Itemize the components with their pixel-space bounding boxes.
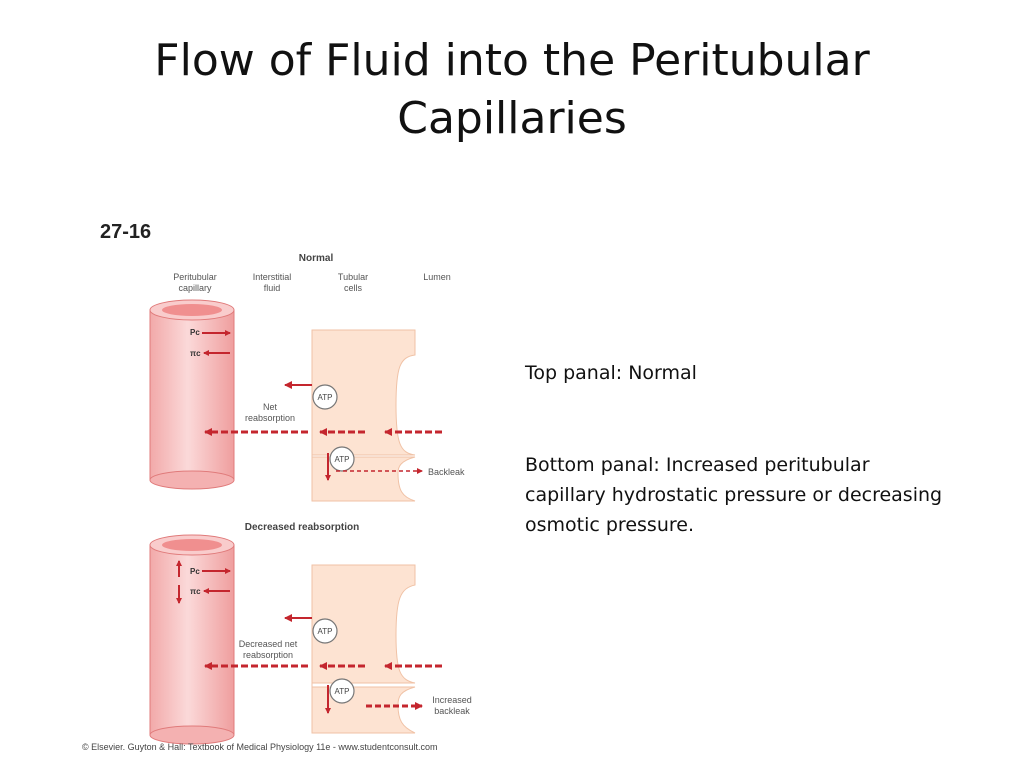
top-net-label-1: Net xyxy=(263,402,278,412)
bottom-backleak-label-1: Increased xyxy=(432,695,472,705)
bottom-atp-2-icon xyxy=(329,678,355,704)
bottom-atp-1-label: ATP xyxy=(318,627,333,636)
col-label-capillary-1: Peritubular xyxy=(173,272,217,282)
top-backleak-label: Backleak xyxy=(428,467,465,477)
bottom-pi-label: πc xyxy=(190,587,201,596)
top-tubular-cells xyxy=(311,329,416,502)
top-atp-1-label: ATP xyxy=(318,393,333,402)
slide-title-line-1: Flow of Fluid into the Peritubular xyxy=(154,35,870,86)
top-atp-2-label: ATP xyxy=(335,455,350,464)
bottom-backleak-label-2: backleak xyxy=(434,706,470,716)
bottom-capillary xyxy=(149,534,235,745)
top-atp-2-icon xyxy=(329,446,355,472)
bottom-net-label-1: Decreased net xyxy=(239,639,298,649)
top-panel-title: Normal xyxy=(299,253,334,264)
top-atp-1-icon xyxy=(312,384,338,410)
col-label-interstitial-1: Interstitial xyxy=(253,272,292,282)
col-label-lumen: Lumen xyxy=(423,272,451,282)
bottom-panel-title: Decreased reabsorption xyxy=(245,522,360,533)
col-label-tubular-2: cells xyxy=(344,283,363,293)
bottom-panel-note: Bottom panal: Increased peritubular capi… xyxy=(525,454,943,536)
top-panel-note: Top panal: Normal xyxy=(525,362,697,384)
top-net-label-2: reabsorption xyxy=(245,413,295,423)
diagram-figure: 27-16 Normal Peritubular capillary Inter… xyxy=(80,205,550,765)
diagram-svg: 27-16 Normal Peritubular capillary Inter… xyxy=(82,221,472,752)
top-capillary xyxy=(149,299,235,490)
bottom-atp-2-label: ATP xyxy=(335,687,350,696)
figure-number: 27-16 xyxy=(100,221,151,243)
bottom-net-label-2: reabsorption xyxy=(243,650,293,660)
bottom-pc-label: Pc xyxy=(190,567,200,576)
col-label-tubular-1: Tubular xyxy=(338,272,368,282)
figure-credit: © Elsevier. Guyton & Hall: Textbook of M… xyxy=(82,742,437,752)
top-pi-label: πc xyxy=(190,349,201,358)
bottom-atp-1-icon xyxy=(312,618,338,644)
slide-title: Flow of Fluid into the Peritubular Capil… xyxy=(60,32,964,148)
slide-title-line-2: Capillaries xyxy=(397,93,627,144)
top-pc-label: Pc xyxy=(190,328,200,337)
col-label-capillary-2: capillary xyxy=(178,283,212,293)
col-label-interstitial-2: fluid xyxy=(264,283,281,293)
